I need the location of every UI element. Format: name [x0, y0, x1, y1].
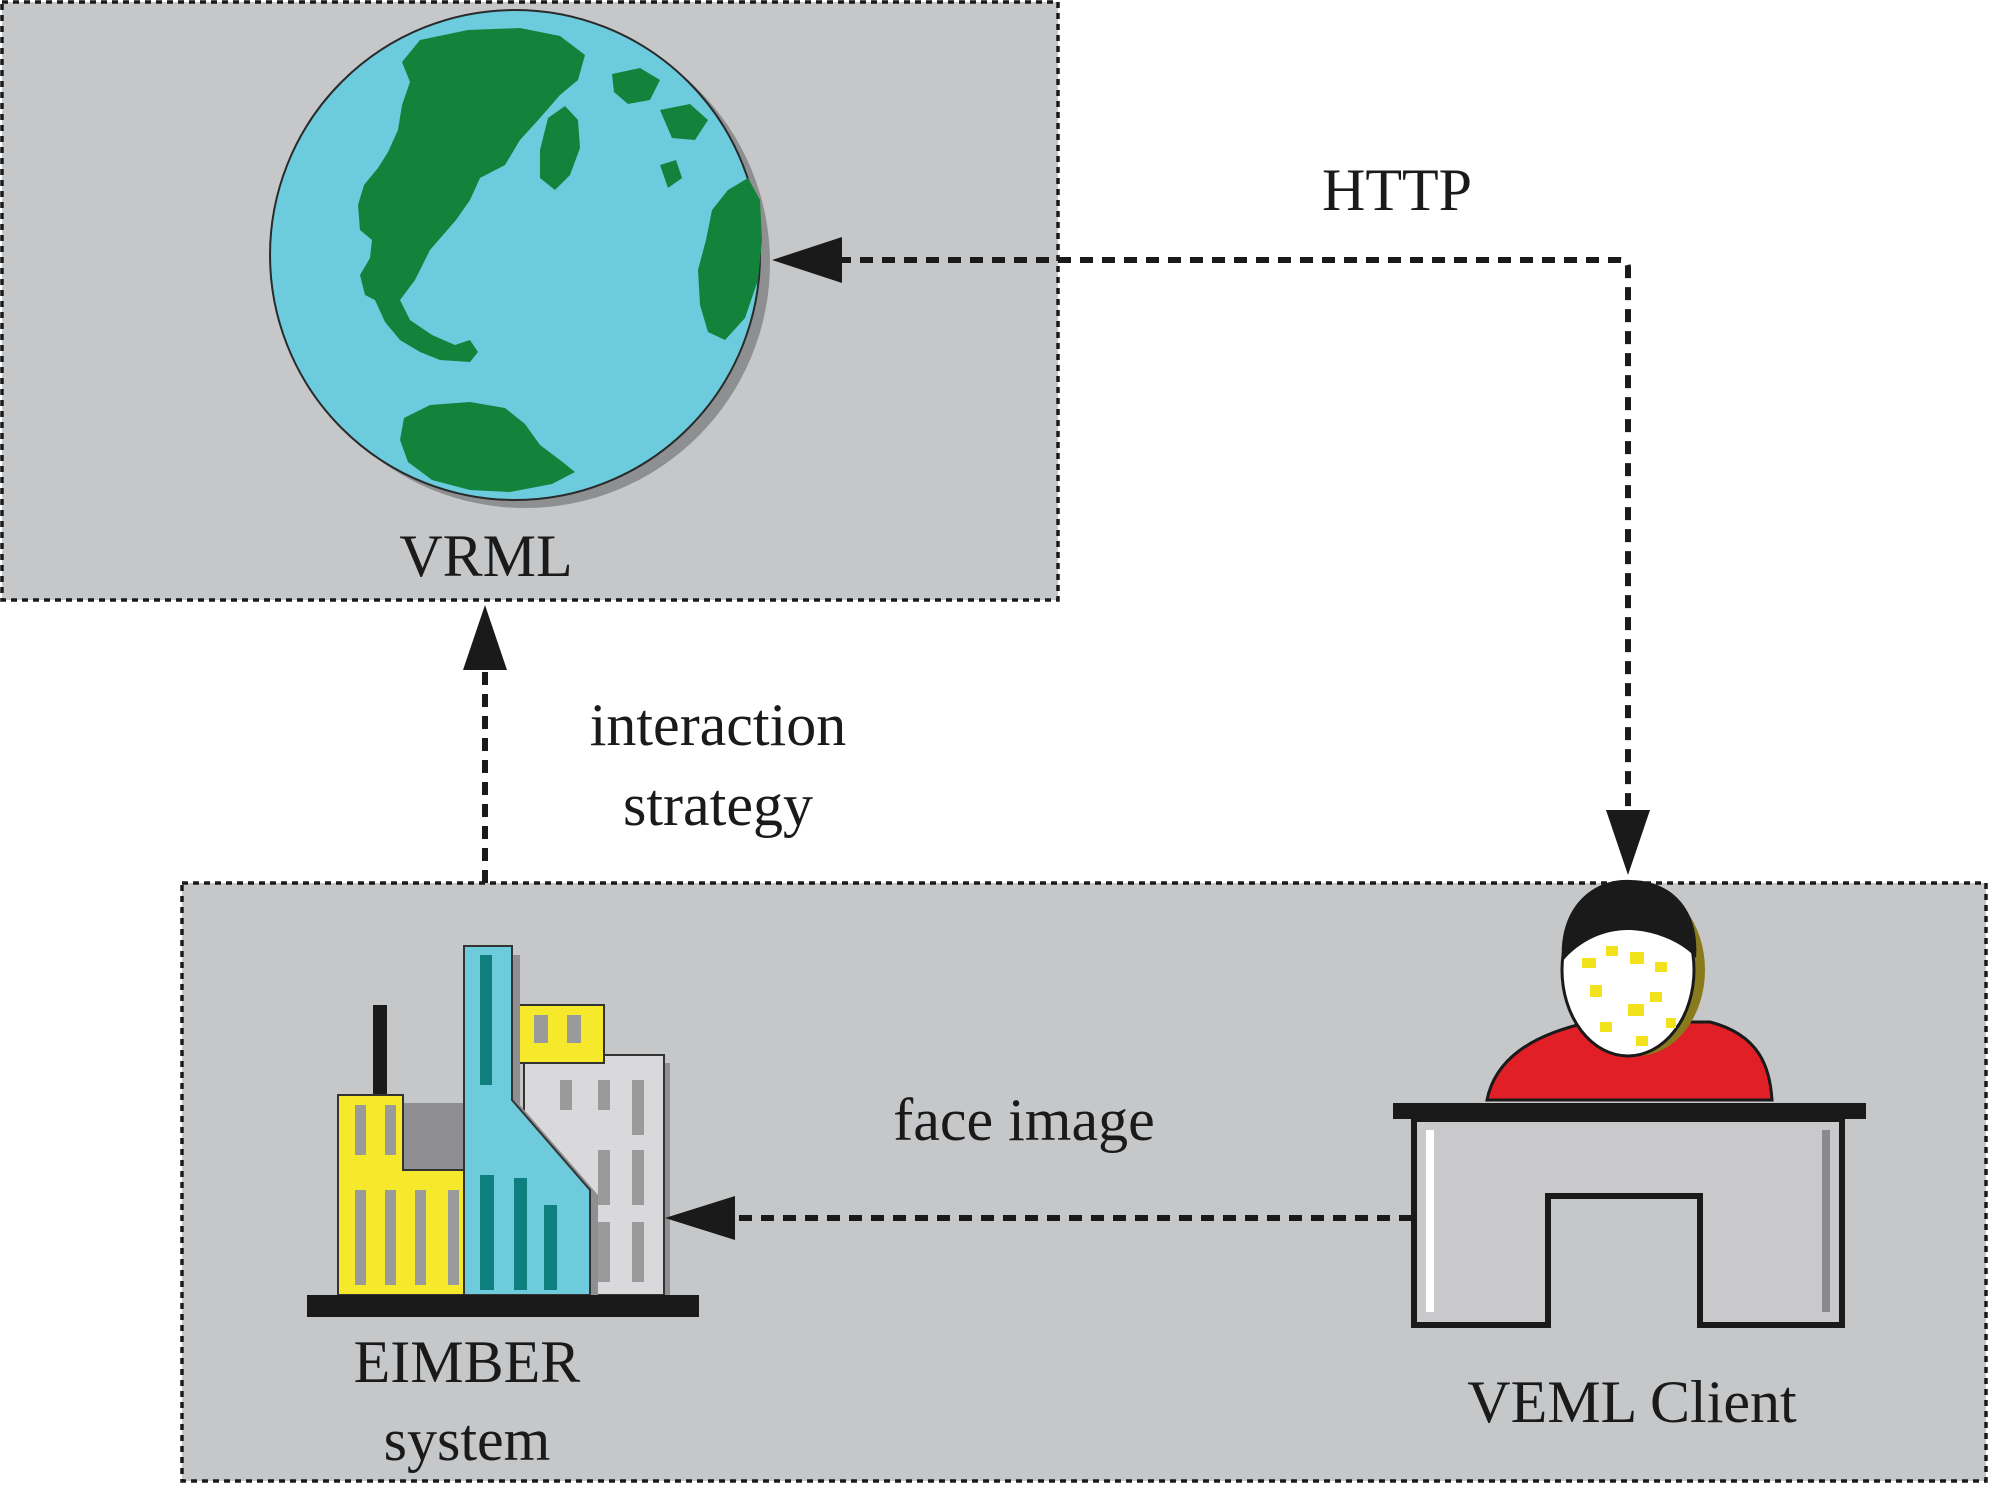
city-buildings-icon	[307, 945, 699, 1317]
vrml-label: VRML	[399, 523, 572, 589]
veml-client-label: VEML Client	[1467, 1369, 1797, 1435]
http-arrowhead-client	[1606, 810, 1650, 875]
http-connector	[838, 257, 1631, 812]
interaction-arrowhead	[463, 605, 507, 670]
face-image-label: face image	[893, 1087, 1154, 1153]
person-at-desk-icon	[1393, 879, 1866, 1328]
globe-icon	[269, 9, 770, 508]
interaction-label-line2: strategy	[623, 772, 813, 838]
http-label: HTTP	[1322, 157, 1472, 223]
eimber-label-line1: EIMBER	[354, 1329, 581, 1395]
interaction-label-line1: interaction	[590, 692, 847, 758]
eimber-label-line2: system	[384, 1407, 551, 1473]
face-image-arrowhead	[665, 1196, 735, 1240]
http-arrowhead-globe	[772, 237, 842, 283]
